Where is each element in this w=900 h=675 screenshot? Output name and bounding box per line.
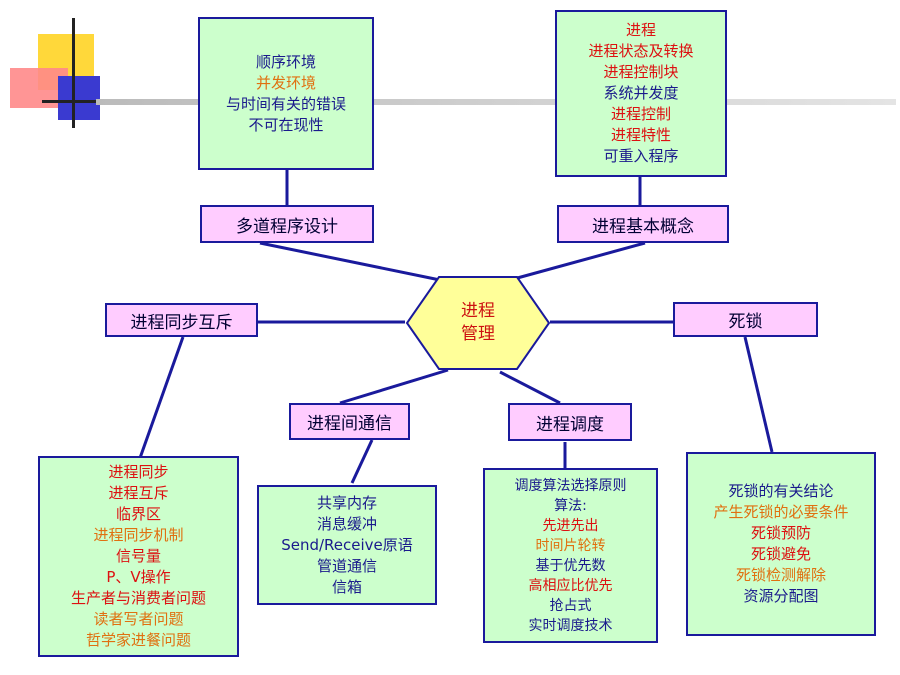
corner-decoration: [0, 0, 110, 130]
box-basic-concepts: 进程进程状态及转换进程控制块系统并发度进程控制进程特性可重入程序: [555, 10, 727, 177]
list-item: P、V操作: [106, 568, 171, 586]
box-scheduling: 调度算法选择原则算法: 先进先出时间片轮转基于优先数高相应比优先抢占式实时调度技术: [483, 468, 658, 643]
list-item: 基于优先数: [535, 557, 606, 574]
list-item: 资源分配图: [743, 587, 819, 605]
list-item: 死锁的有关结论: [728, 482, 834, 500]
list-item: 可重入程序: [603, 147, 679, 165]
list-item: 高相应比优先: [528, 577, 613, 594]
list-item: 调度算法选择原则: [514, 477, 627, 494]
list-item: 读者写者问题: [93, 610, 184, 628]
box-multiprogramming: 顺序环境并发环境与时间有关的错误不可在现性: [198, 17, 374, 170]
list-item: 临界区: [115, 505, 161, 523]
list-item: 与时间有关的错误: [225, 94, 346, 113]
list-item: 共享内存: [316, 493, 377, 512]
list-item: 系统并发度: [603, 84, 679, 102]
horizontal-bar: [42, 100, 110, 103]
list-item: 哲学家进餐问题: [85, 631, 191, 649]
list-item: 死锁预防: [750, 524, 811, 542]
list-item: 进程互斥: [108, 484, 169, 502]
header-rule: [96, 99, 896, 105]
center-label: 进程 管理: [403, 275, 553, 371]
branch-multiprogramming-label: 多道程序设计: [236, 216, 338, 237]
list-item: 信箱: [331, 577, 362, 596]
list-item: 消息缓冲: [316, 514, 377, 533]
branch-deadlock-label: 死锁: [728, 312, 763, 332]
blue-square: [58, 76, 100, 120]
box-deadlock: 死锁的有关结论产生死锁的必要条件死锁预防死锁避免死锁检测解除资源分配图: [686, 452, 876, 636]
box-ipc: 共享内存消息缓冲 Send/Receive原语管道通信信箱: [257, 485, 437, 605]
branch-basic-concepts: 进程基本概念: [557, 205, 729, 243]
branch-sync-label: 进程同步互斥: [130, 312, 233, 333]
list-item: Send/Receive原语: [281, 535, 413, 554]
list-item: 进程: [625, 21, 656, 39]
list-item: 管道通信: [316, 556, 377, 575]
center-label-line2: 管理: [461, 324, 495, 344]
center-label-line1: 进程: [461, 301, 495, 321]
branch-ipc-label: 进程间通信: [307, 414, 392, 434]
list-item: 死锁检测解除: [735, 566, 826, 584]
list-item: 进程控制: [610, 105, 671, 123]
branch-scheduling: 进程调度: [508, 403, 632, 441]
branch-basic-concepts-label: 进程基本概念: [592, 216, 694, 237]
list-item: 产生死锁的必要条件: [713, 503, 849, 521]
list-item: 先进先出: [542, 517, 599, 534]
list-item: 算法:: [554, 497, 587, 514]
list-item: 进程同步: [108, 463, 169, 481]
list-item: 实时调度技术: [528, 617, 613, 634]
list-item: 生产者与消费者问题: [70, 589, 206, 607]
list-item: 死锁避免: [750, 545, 811, 563]
list-item: 进程控制块: [603, 63, 679, 81]
list-item: 顺序环境: [255, 52, 316, 71]
branch-deadlock: 死锁: [673, 302, 818, 337]
list-item: 不可在现性: [248, 115, 324, 134]
list-item: 进程同步机制: [93, 526, 184, 544]
list-item: 并发环境: [255, 73, 316, 92]
branch-scheduling-label: 进程调度: [536, 414, 604, 435]
branch-ipc: 进程间通信: [289, 403, 410, 440]
list-item: 时间片轮转: [535, 537, 606, 554]
branch-multiprogramming: 多道程序设计: [200, 205, 374, 243]
list-item: 进程状态及转换: [588, 42, 694, 60]
list-item: 进程特性: [610, 126, 671, 144]
box-sync: 进程同步进程互斥临界区进程同步机制信号量 P、V操作生产者与消费者问题读者写者问题…: [38, 456, 239, 657]
center-hexagon: [405, 276, 551, 370]
list-item: 抢占式: [549, 597, 592, 614]
vertical-bar: [72, 18, 75, 128]
list-item: 信号量: [115, 547, 161, 565]
branch-sync: 进程同步互斥: [105, 303, 258, 337]
